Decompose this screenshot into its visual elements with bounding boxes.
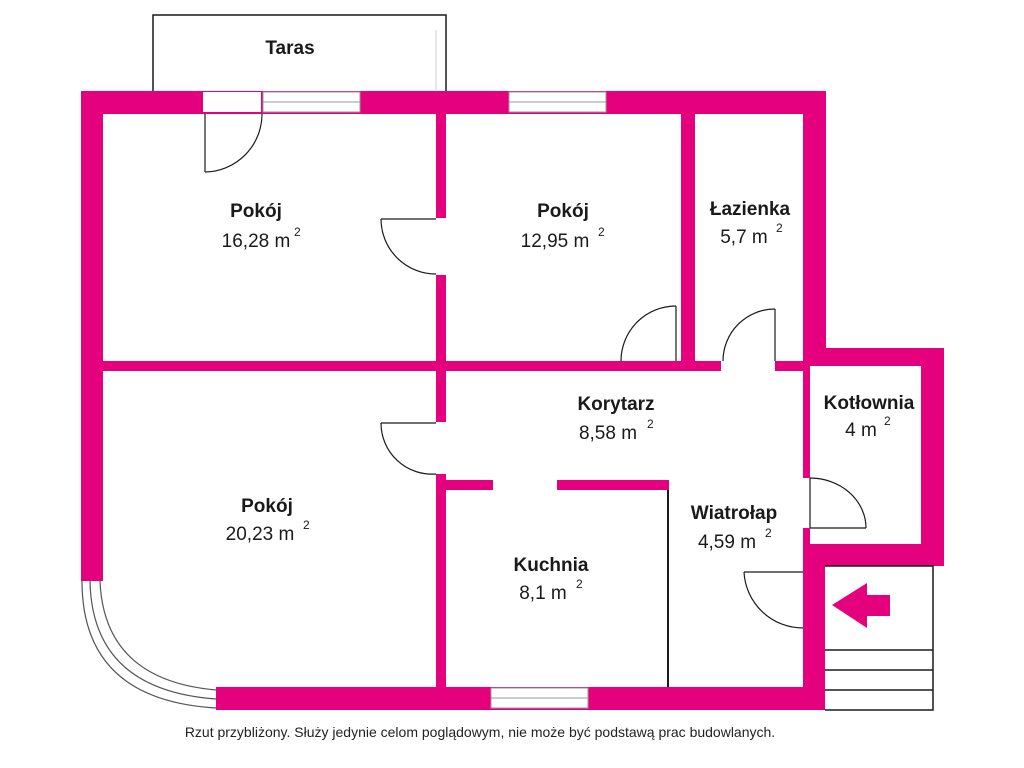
corridor-name: Korytarz bbox=[577, 394, 654, 415]
bathroom-area: 5,7 m bbox=[720, 227, 768, 248]
walls bbox=[81, 91, 944, 710]
wall-middle-bath-1 bbox=[676, 361, 721, 371]
label-kitchen: Kuchnia 8,1 m 2 bbox=[514, 555, 589, 604]
door-room-3[interactable] bbox=[380, 422, 437, 475]
room-3-area-sup: 2 bbox=[303, 518, 310, 532]
kitchen-area-sup: 2 bbox=[576, 577, 583, 591]
wall-right-lower bbox=[803, 560, 825, 710]
room-2-name: Pokój bbox=[537, 201, 589, 222]
wall-middle-bath-2 bbox=[775, 361, 803, 371]
wall-partition-a bbox=[436, 114, 446, 218]
wall-boiler-bottom bbox=[803, 544, 944, 566]
wall-top bbox=[81, 91, 826, 114]
boiler-room-area: 4 m bbox=[845, 420, 877, 441]
room-1-area-sup: 2 bbox=[294, 225, 301, 239]
wall-kitchen-top-a bbox=[446, 480, 493, 490]
label-bathroom: Łazienka 5,7 m 2 bbox=[710, 199, 791, 248]
doors bbox=[203, 92, 867, 629]
room-2-area-sup: 2 bbox=[598, 225, 605, 239]
room-3-area: 20,23 m bbox=[226, 524, 295, 545]
wall-boiler-top bbox=[803, 348, 944, 366]
room-1-area: 16,28 m bbox=[222, 231, 291, 252]
door-room-2[interactable] bbox=[620, 305, 677, 362]
corridor-area-sup: 2 bbox=[647, 417, 654, 431]
wall-middle-left bbox=[103, 361, 676, 371]
room-3-name: Pokój bbox=[241, 496, 293, 517]
bay-window bbox=[81, 580, 217, 709]
bathroom-area-sup: 2 bbox=[776, 221, 783, 235]
arrow-left-icon bbox=[832, 583, 890, 628]
vestibule-area-sup: 2 bbox=[765, 526, 772, 540]
wall-left bbox=[81, 91, 103, 581]
terrace-label: Taras bbox=[265, 38, 314, 59]
label-room-2: Pokój 12,95 m 2 bbox=[521, 201, 605, 252]
bathroom-name: Łazienka bbox=[710, 199, 791, 220]
label-boiler-room: Kotłownia 4 m 2 bbox=[824, 393, 915, 441]
wall-partition-b bbox=[436, 275, 446, 422]
wall-partition-c bbox=[436, 474, 446, 687]
terrace: Taras bbox=[152, 14, 447, 92]
entrance-steps bbox=[825, 565, 934, 711]
label-vestibule: Wiatrołap 4,59 m 2 bbox=[691, 503, 777, 553]
terrace-outline bbox=[152, 14, 447, 92]
room-1-name: Pokój bbox=[230, 201, 282, 222]
kitchen-name: Kuchnia bbox=[514, 555, 589, 576]
door-room-1[interactable] bbox=[380, 218, 437, 275]
wall-right-mid bbox=[803, 366, 810, 478]
wall-boiler-right bbox=[921, 348, 944, 566]
boiler-room-area-sup: 2 bbox=[884, 414, 891, 428]
room-labels: Pokój 16,28 m 2 Pokój 12,95 m 2 Łazienka… bbox=[222, 199, 915, 604]
wall-bathroom-left bbox=[681, 114, 695, 364]
wall-right-upper bbox=[803, 91, 826, 366]
vestibule-area: 4,59 m bbox=[698, 532, 756, 553]
door-terrace[interactable] bbox=[203, 92, 263, 173]
label-room-1: Pokój 16,28 m 2 bbox=[222, 201, 301, 252]
door-boiler-room[interactable] bbox=[809, 477, 867, 529]
label-corridor: Korytarz 8,58 m 2 bbox=[577, 394, 654, 444]
disclaimer: Rzut przybliżony. Służy jedynie celom po… bbox=[184, 724, 776, 740]
boiler-room-name: Kotłownia bbox=[824, 393, 915, 414]
label-room-3: Pokój 20,23 m 2 bbox=[226, 496, 310, 545]
windows bbox=[262, 91, 607, 709]
door-bathroom[interactable] bbox=[722, 308, 776, 362]
vestibule-name: Wiatrołap bbox=[691, 503, 777, 524]
corridor-area: 8,58 m bbox=[579, 423, 637, 444]
door-entrance[interactable] bbox=[743, 571, 804, 629]
room-2-area: 12,95 m bbox=[521, 231, 590, 252]
wall-kitchen-top-b bbox=[557, 480, 669, 490]
kitchen-area: 8,1 m bbox=[519, 583, 567, 604]
